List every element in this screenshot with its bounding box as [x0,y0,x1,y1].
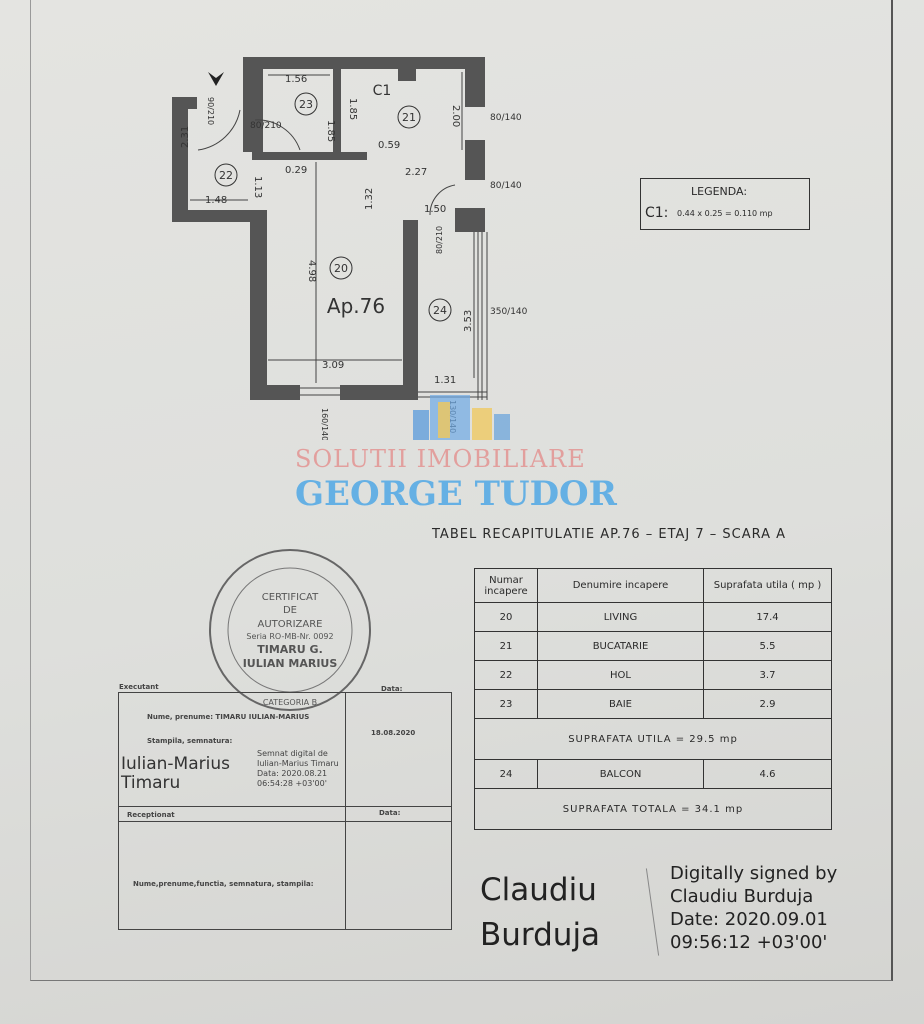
svg-text:TIMARU G.: TIMARU G. [257,643,323,656]
svg-text:1.85: 1.85 [325,120,336,142]
total-cell: SUPRAFATA TOTALA = 34.1 mp [474,788,832,830]
svg-text:3.09: 3.09 [322,360,344,371]
cell-area: 5.5 [703,631,832,661]
executant-date: 18.08.2020 [371,729,416,737]
svg-text:80/140: 80/140 [490,113,522,123]
executant-box: Executant Data: Nume, prenume: TIMARU IU… [118,683,452,930]
table-header-row: Numar incapere Denumire incapere Suprafa… [474,568,832,603]
svg-text:1.32: 1.32 [364,188,375,210]
received-date-label: Data: [379,809,401,817]
svg-text:80/210: 80/210 [435,226,444,254]
header-area: Suprafata utila ( mp ) [703,568,832,603]
subtotal-row: SUPRAFATA UTILA = 29.5 mp [474,718,832,760]
svg-text:1.56: 1.56 [285,74,307,85]
svg-text:1.48: 1.48 [205,195,227,206]
header-number: Numar incapere [474,568,538,603]
stamp-label: Stampila, semnatura: [147,737,233,745]
svg-text:Ap.76: Ap.76 [327,294,385,318]
svg-text:0.59: 0.59 [378,140,400,151]
svg-text:C1: C1 [373,83,392,99]
svg-text:20: 20 [334,262,348,275]
legend-title: LEGENDA: [691,185,748,198]
cell-nr: 24 [474,759,538,789]
svg-text:24: 24 [433,304,447,317]
svg-text:80/140: 80/140 [490,181,522,191]
executant-label: Executant [119,683,159,691]
svg-text:CERTIFICAT: CERTIFICAT [262,592,319,603]
svg-text:1.50: 1.50 [424,204,446,215]
date-label: Data: [381,685,403,693]
svg-text:80/210: 80/210 [250,121,282,131]
cell-name: BAIE [537,689,704,719]
legend-code: C1: [645,205,669,221]
svg-text:4.98: 4.98 [306,260,317,282]
svg-text:DE: DE [283,605,297,616]
svg-text:130/140: 130/140 [448,400,457,433]
authorization-stamp: CERTIFICAT DE AUTORIZARE Seria RO-MB-Nr.… [209,549,371,711]
cell-nr: 23 [474,689,538,719]
svg-text:AUTORIZARE: AUTORIZARE [258,619,323,630]
svg-text:90/210: 90/210 [206,97,215,125]
legend-box: LEGENDA: C1: 0.44 x 0.25 = 0.110 mp [640,178,810,230]
legend-formula: 0.44 x 0.25 = 0.110 mp [677,209,773,218]
svg-text:21: 21 [402,111,416,124]
svg-text:Seria RO-MB-Nr. 0092: Seria RO-MB-Nr. 0092 [246,632,333,641]
cell-area: 3.7 [703,660,832,690]
svg-text:160/140: 160/140 [320,408,329,440]
svg-text:2.00: 2.00 [450,105,461,127]
walls [172,57,485,400]
executant-signature: Iulian-Marius Timaru [121,754,230,793]
svg-text:2.27: 2.27 [405,167,427,178]
cell-name: HOL [537,660,704,690]
cell-area: 4.6 [703,759,832,789]
cell-nr: 21 [474,631,538,661]
svg-text:CATEGORIA B: CATEGORIA B [263,698,317,707]
north-arrow-icon [208,72,224,86]
svg-text:1.31: 1.31 [434,375,456,386]
cell-nr: 20 [474,602,538,632]
svg-text:0.29: 0.29 [285,165,307,176]
svg-text:350/140: 350/140 [490,307,528,317]
svg-text:3.53: 3.53 [463,310,474,332]
cell-area: 17.4 [703,602,832,632]
floor-plan: 1.56 1.85 1.85 2.00 0.59 0.29 2.27 2.31 … [172,57,528,440]
subtotal-cell: SUPRAFATA UTILA = 29.5 mp [474,718,832,760]
table-title: TABEL RECAPITULATIE AP.76 – ETAJ 7 – SCA… [432,527,787,542]
cell-name: BUCATARIE [537,631,704,661]
summary-table: Numar incapere Denumire incapere Suprafa… [474,568,832,830]
svg-text:IULIAN MARIUS: IULIAN MARIUS [243,657,338,670]
cell-nr: 22 [474,660,538,690]
cell-name: LIVING [537,602,704,632]
cell-area: 2.9 [703,689,832,719]
svg-text:1.85: 1.85 [347,98,358,120]
total-row: SUPRAFATA TOTALA = 34.1 mp [474,788,832,830]
svg-text:23: 23 [299,98,313,111]
received-fields: Nume,prenume,functia, semnatura, stampil… [133,880,314,888]
executant-name: Nume, prenume: TIMARU IULIAN-MARIUS [147,713,310,721]
received-label: Receptionat [127,811,175,819]
cell-name: BALCON [537,759,704,789]
svg-text:1.13: 1.13 [252,176,263,198]
svg-text:22: 22 [219,169,233,182]
svg-text:2.31: 2.31 [180,126,191,148]
header-name: Denumire incapere [537,568,704,603]
page-frame [30,0,893,981]
